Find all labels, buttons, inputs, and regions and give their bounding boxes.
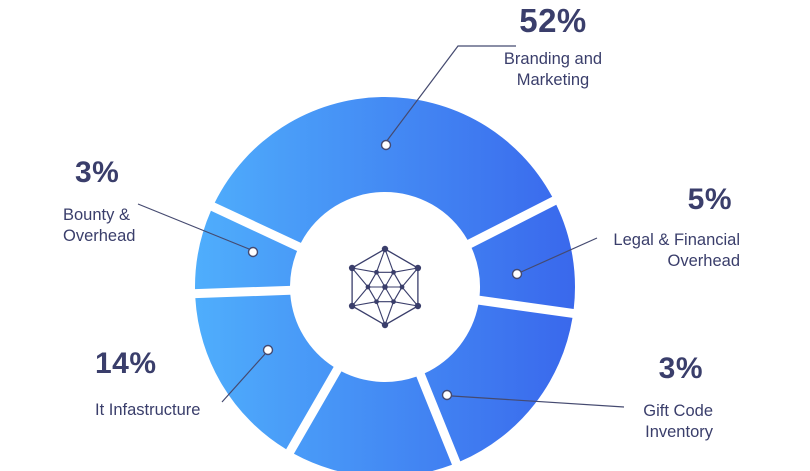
- logo-part: [384, 301, 395, 326]
- logo-part: [365, 284, 371, 290]
- leader-line-it: [221, 353, 266, 403]
- logo-part: [376, 286, 386, 302]
- leader-dot-bounty: [247, 246, 259, 258]
- segment-label: It Infastructure: [95, 400, 201, 419]
- logo-part: [351, 267, 369, 288]
- logo-part: [351, 286, 369, 307]
- percent-value: 5%: [687, 183, 732, 216]
- leader-line-branding: [385, 45, 516, 143]
- logo-part: [374, 269, 379, 275]
- logo-part: [351, 301, 377, 307]
- leader-line-bounty: [137, 203, 250, 250]
- callout-bounty-overhead: 3% Bounty & Overhead: [63, 157, 213, 248]
- donut-segment: [424, 304, 573, 462]
- leader-dot-branding: [380, 139, 392, 151]
- donut-segment: [195, 294, 334, 450]
- percent-value: 14%: [95, 347, 157, 380]
- leader-dot-legal: [511, 268, 523, 280]
- logo-part: [401, 267, 419, 288]
- segment-label: Bounty & Overhead: [63, 205, 136, 246]
- percent-value: 52%: [519, 2, 587, 39]
- logo-part: [384, 286, 394, 302]
- leader-line-gift: [451, 395, 625, 408]
- leader-dots: [247, 139, 523, 401]
- leader-dot-gift: [441, 389, 453, 401]
- callout-legal-financial: 5% Legal & Financial Overhead: [565, 184, 740, 273]
- logo-part: [393, 267, 419, 273]
- donut-segment: [471, 204, 575, 309]
- logo-part: [399, 284, 405, 290]
- logo-part: [348, 264, 356, 272]
- callout-gift-code-inventory: 3% Gift Code Inventory: [553, 353, 713, 444]
- logo-part: [375, 301, 386, 326]
- logo-part: [393, 301, 419, 307]
- logo-part: [374, 299, 379, 305]
- logo-part: [391, 269, 396, 275]
- logo-part: [391, 299, 396, 305]
- logo-part: [414, 302, 422, 310]
- percent-value: 3%: [658, 352, 703, 385]
- callout-branding-marketing: 52% Branding and Marketing: [460, 2, 646, 92]
- leader-line-legal: [520, 237, 598, 273]
- segment-label: Gift Code Inventory: [643, 401, 713, 442]
- percent-value: 3%: [75, 156, 120, 189]
- donut-segments: [194, 97, 575, 471]
- leader-lines: [137, 45, 625, 408]
- logo-part: [381, 321, 389, 329]
- logo-part: [382, 284, 388, 290]
- logo-part: [376, 272, 386, 288]
- logo-part: [384, 272, 394, 288]
- leader-dot-it: [262, 344, 274, 356]
- logo-part: [351, 267, 377, 273]
- logo-part: [384, 248, 395, 273]
- donut-segment: [293, 371, 452, 471]
- segment-label: Branding and Marketing: [503, 49, 603, 90]
- callout-it-infrastructure: 14% It Infastructure: [95, 348, 265, 421]
- hexagon-network-logo-icon: [348, 245, 422, 329]
- segment-label: Legal & Financial Overhead: [613, 230, 740, 271]
- logo-part: [414, 264, 422, 272]
- donut-segment: [194, 210, 298, 290]
- logo-part: [375, 248, 386, 273]
- donut-segment: [214, 97, 553, 243]
- logo-part: [348, 302, 356, 310]
- logo-part: [401, 286, 419, 307]
